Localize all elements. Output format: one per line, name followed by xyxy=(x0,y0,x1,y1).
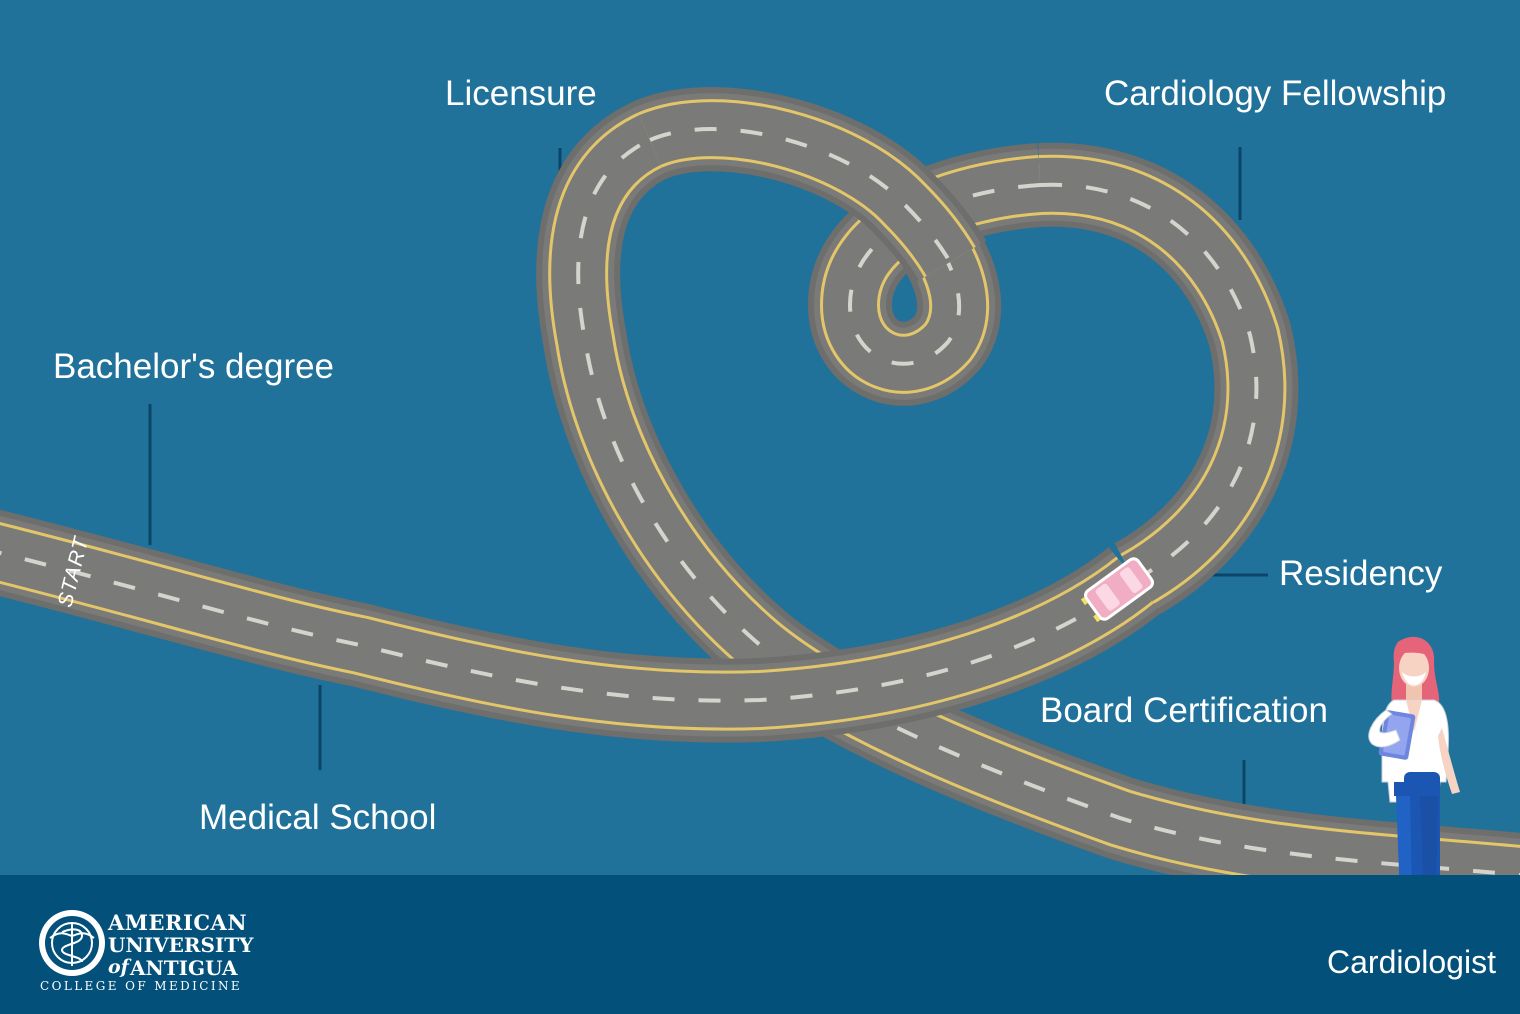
label-cardiology-fellowship: Cardiology Fellowship xyxy=(1104,74,1447,113)
lane-dashes xyxy=(0,550,1137,703)
seg-upper-strokes xyxy=(0,509,1162,743)
logo-line-of: of xyxy=(108,956,129,978)
heart-road xyxy=(0,87,1520,875)
label-board-certification: Board Certification xyxy=(1040,691,1328,730)
label-medical-school: Medical School xyxy=(199,798,437,837)
logo-line-university: UNIVERSITY xyxy=(108,933,254,957)
label-cardiologist: Cardiologist xyxy=(1327,944,1496,980)
lane-dashes xyxy=(649,127,952,264)
logo-line-american: AMERICAN xyxy=(108,910,248,935)
seg-top-strokes xyxy=(633,87,987,284)
logo-graphic xyxy=(39,910,105,976)
label-bachelors-degree: Bachelor's degree xyxy=(53,347,335,386)
footer-band xyxy=(0,875,1520,1014)
seg-lower-strokes xyxy=(536,87,1520,875)
label-residency: Residency xyxy=(1279,554,1443,593)
university-logo: AMERICAN UNIVERSITY of ANTIGUA COLLEGE O… xyxy=(38,905,268,995)
logo-line-college: COLLEGE OF MEDICINE xyxy=(40,979,243,993)
label-licensure: Licensure xyxy=(445,74,597,113)
car xyxy=(1080,557,1155,623)
logo-line-antigua: ANTIGUA xyxy=(130,956,238,980)
lane-dashes xyxy=(576,127,1520,875)
